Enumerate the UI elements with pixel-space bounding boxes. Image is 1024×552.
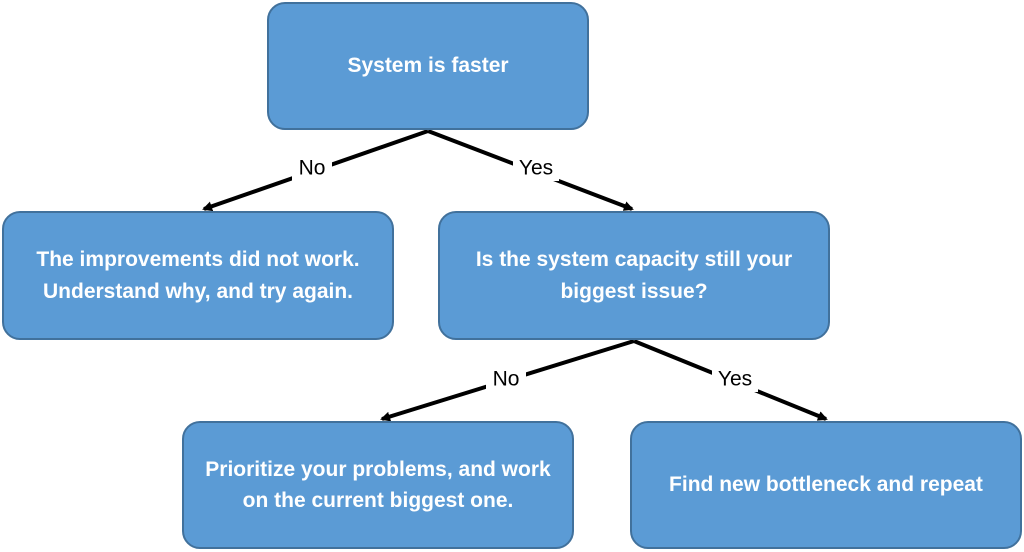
node-find-new-bottleneck-label: Find new bottleneck and repeat [669, 473, 983, 497]
node-prioritize-problems: Prioritize your problems, and work on th… [182, 421, 574, 549]
node-prioritize-problems-label: Prioritize your problems, and work on th… [205, 457, 551, 513]
edge-label-root-no: No [299, 157, 326, 180]
node-capacity-question-label: Is the system capacity still your bigges… [475, 248, 793, 303]
edge-label-root-yes: Yes [519, 157, 553, 180]
edge-label-question-yes: Yes [718, 368, 752, 391]
node-system-is-faster-label: System is faster [347, 54, 509, 78]
edge-label-question-no: No [493, 368, 520, 391]
node-system-is-faster: System is faster [267, 2, 589, 130]
node-improvements-did-not-work: The improvements did not work. Understan… [2, 211, 394, 340]
node-find-new-bottleneck: Find new bottleneck and repeat [630, 421, 1022, 549]
node-improvements-did-not-work-label: The improvements did not work. Understan… [36, 248, 360, 303]
node-capacity-question: Is the system capacity still your bigges… [438, 211, 830, 340]
